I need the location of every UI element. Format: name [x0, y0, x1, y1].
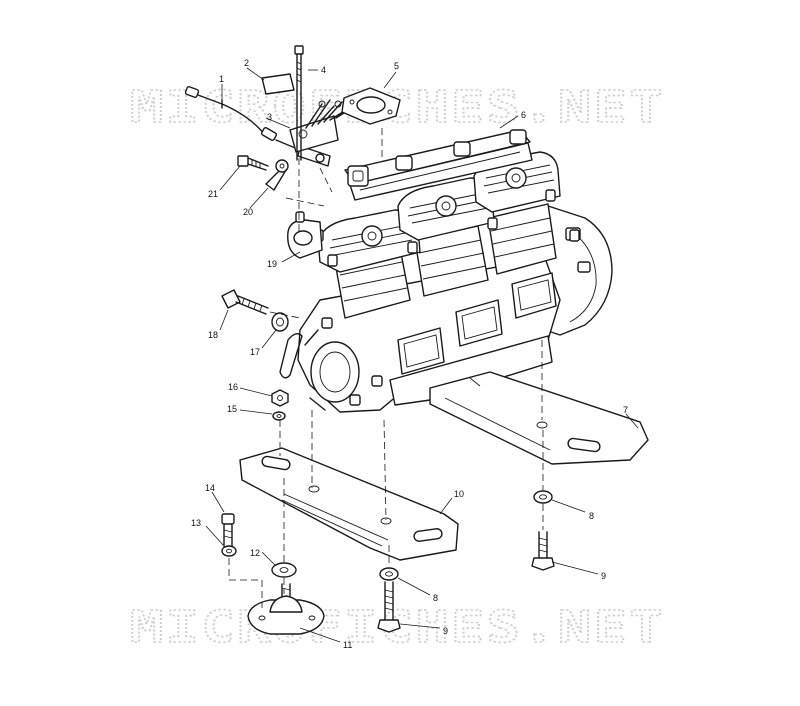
- engine-block: [287, 129, 613, 413]
- bolt-14: [221, 513, 235, 547]
- callout-13: 13: [191, 518, 201, 528]
- ground-lug: [265, 159, 289, 191]
- reed-valve-ports: [397, 272, 557, 375]
- callout-16: 16: [228, 382, 238, 392]
- bolt-21: [237, 155, 269, 171]
- leader-lines: [205, 67, 639, 643]
- washer-12: [271, 562, 297, 578]
- nut-16: [271, 389, 289, 407]
- mount-bracket-left: [239, 447, 459, 561]
- rubber-mount: [247, 583, 325, 635]
- bolt-9-right: [531, 531, 555, 571]
- callout-7: 7: [623, 405, 628, 415]
- long-bolt: [294, 45, 304, 161]
- bolt-18: [221, 289, 269, 315]
- washer-15: [272, 411, 286, 421]
- callout-9-right: 9: [601, 571, 606, 581]
- callout-10: 10: [454, 489, 464, 499]
- bolt-9-center: [377, 581, 401, 633]
- sensor-cable: [184, 86, 331, 167]
- assembly-guide-lines: [228, 128, 544, 608]
- washer-13: [221, 545, 237, 557]
- callout-8-right: 8: [589, 511, 594, 521]
- washer-8-center: [379, 567, 399, 581]
- callout-14: 14: [205, 483, 215, 493]
- decal: [261, 73, 295, 95]
- callout-3: 3: [267, 112, 272, 122]
- washer-8-right: [533, 490, 553, 504]
- callout-6: 6: [521, 110, 526, 120]
- callout-19: 19: [267, 259, 277, 269]
- callout-11: 11: [343, 640, 352, 650]
- callout-17: 17: [250, 347, 260, 357]
- mount-bracket-right: [429, 371, 649, 465]
- cooling-manifold: [344, 129, 533, 201]
- callout-8-center: 8: [433, 593, 438, 603]
- thermostat-housing: [287, 211, 323, 259]
- callout-20: 20: [243, 207, 253, 217]
- callout-18: 18: [208, 330, 218, 340]
- callout-1: 1: [219, 74, 224, 84]
- washer-17: [271, 312, 289, 332]
- callout-5: 5: [394, 61, 399, 71]
- callout-21: 21: [208, 189, 218, 199]
- gasket: [341, 87, 401, 125]
- callout-15: 15: [227, 404, 237, 414]
- callout-4: 4: [321, 65, 326, 75]
- hose: [279, 333, 303, 379]
- callout-labels: 1 2 3 4 5 6 7 8 8 9 9 10 11 12 13 14 15 …: [191, 58, 628, 650]
- callout-9-center: 9: [443, 626, 448, 636]
- callout-12: 12: [250, 548, 260, 558]
- callout-2: 2: [244, 58, 249, 68]
